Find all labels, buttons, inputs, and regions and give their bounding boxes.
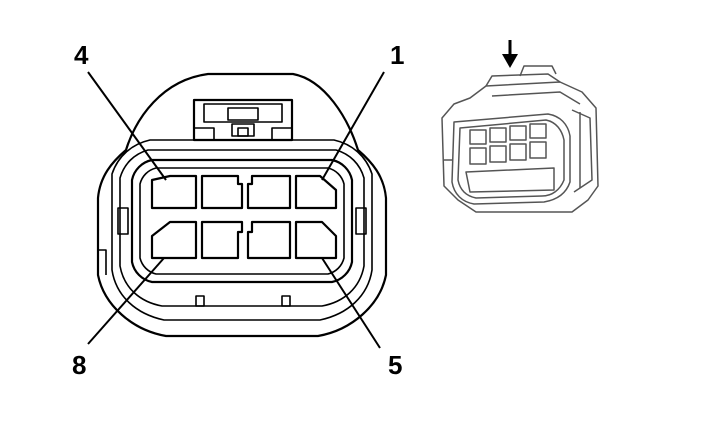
inner-housing bbox=[111, 139, 373, 321]
left-notch bbox=[98, 249, 107, 275]
pin-label-8: 8 bbox=[72, 350, 86, 380]
perspective-cell-bottom-2 bbox=[489, 145, 507, 163]
perspective-cell-top-1 bbox=[469, 129, 487, 145]
down-arrow-icon bbox=[502, 40, 518, 68]
outer-housing bbox=[96, 72, 388, 338]
terminal-cavity-5 bbox=[294, 220, 338, 260]
perspective-cell-top-3 bbox=[509, 125, 527, 141]
leader-line-8 bbox=[87, 257, 165, 345]
pin-label-4: 4 bbox=[74, 40, 89, 70]
leader-line-1 bbox=[321, 71, 385, 181]
latch bbox=[192, 98, 294, 142]
inner-housing-rim bbox=[119, 149, 365, 307]
terminal-cavity-1 bbox=[294, 174, 338, 210]
perspective-cell-top-4 bbox=[529, 123, 547, 139]
terminal-cavity-3 bbox=[200, 174, 244, 210]
perspective-cell-bottom-1 bbox=[469, 147, 487, 165]
terminal-cavity-7 bbox=[200, 220, 244, 260]
bottom-tab-left bbox=[195, 295, 205, 307]
perspective-cell-bottom-3 bbox=[509, 143, 527, 161]
terminal-cavity-6 bbox=[246, 220, 292, 260]
perspective-cell-top-2 bbox=[489, 127, 507, 143]
leader-line-4 bbox=[87, 71, 167, 181]
terminal-cavity-2 bbox=[246, 174, 292, 210]
connector-front-view: 4 1 8 5 bbox=[72, 40, 404, 380]
right-rib bbox=[355, 207, 367, 235]
pin-label-1: 1 bbox=[390, 40, 404, 70]
terminal-cavity-8 bbox=[150, 220, 198, 260]
cavity-block bbox=[130, 158, 354, 284]
connector-perspective-view bbox=[441, 40, 599, 213]
pin-label-5: 5 bbox=[388, 350, 402, 380]
left-rib bbox=[117, 207, 129, 235]
perspective-cell-bottom-4 bbox=[529, 141, 547, 159]
terminal-cavity-4 bbox=[150, 174, 198, 210]
cavity-block-inner bbox=[139, 167, 345, 275]
bottom-tab-right bbox=[281, 295, 291, 307]
leader-line-5 bbox=[321, 257, 381, 349]
